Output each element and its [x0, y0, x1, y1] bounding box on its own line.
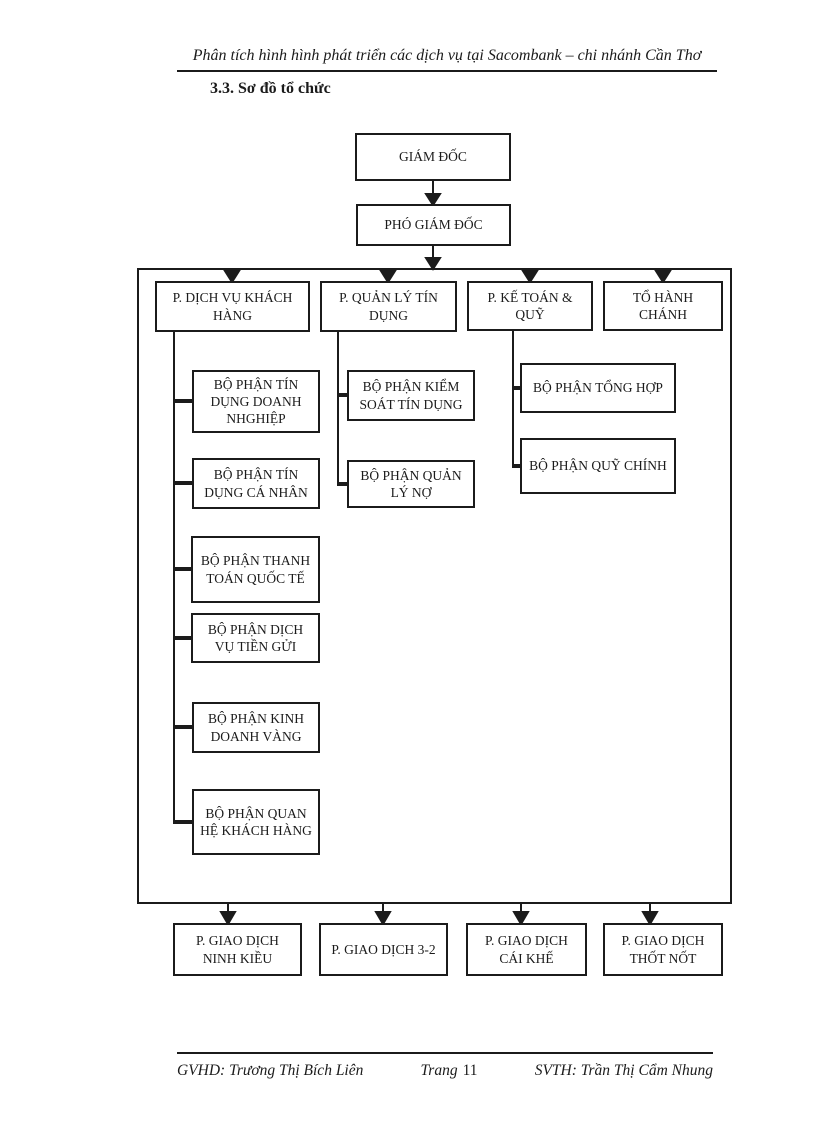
footer-page-label: Trang — [420, 1062, 458, 1079]
running-header: Phân tích hình hình phát triển các dịch … — [177, 47, 717, 72]
footer-student: SVTH: Trần Thị Cẩm Nhung — [534, 1062, 713, 1079]
org-box-dept-accounting-treasury: P. KẾ TOÁN & QUỸ — [467, 281, 593, 331]
org-box-office-3-2: P. GIAO DỊCH 3-2 — [319, 923, 448, 976]
org-box-unit-international-payment: BỘ PHẬN THANH TOÁN QUỐC TẾ — [191, 536, 320, 603]
org-box-unit-corporate-credit: BỘ PHẬN TÍN DỤNG DOANH NHGHIỆP — [192, 370, 320, 433]
org-box-unit-debt-management: BỘ PHẬN QUẢN LÝ NỢ — [347, 460, 475, 508]
org-box-unit-credit-control: BỘ PHẬN KIỂM SOÁT TÍN DỤNG — [347, 370, 475, 421]
org-box-dept-admin: TỔ HÀNH CHÁNH — [603, 281, 723, 331]
footer-page-number: 11 — [462, 1062, 478, 1079]
org-box-unit-personal-credit: BỘ PHẬN TÍN DỤNG CÁ NHÂN — [192, 458, 320, 509]
org-box-office-thot-not: P. GIAO DỊCH THỐT NỐT — [603, 923, 723, 976]
section-title: 3.3. Sơ đồ tổ chức — [210, 80, 331, 97]
org-box-dept-credit-management: P. QUẢN LÝ TÍN DỤNG — [320, 281, 457, 332]
org-box-director: GIÁM ĐỐC — [355, 133, 511, 181]
org-box-dept-customer-service: P. DỊCH VỤ KHÁCH HÀNG — [155, 281, 310, 332]
org-box-office-cai-khe: P. GIAO DỊCH CÁI KHẾ — [466, 923, 587, 976]
org-box-unit-customer-relations: BỘ PHẬN QUAN HỆ KHÁCH HÀNG — [192, 789, 320, 855]
org-departments-frame — [137, 268, 732, 904]
footer-advisor: GVHD: Trương Thị Bích Liên — [177, 1062, 364, 1079]
org-box-unit-gold-trading: BỘ PHẬN KINH DOANH VÀNG — [192, 702, 320, 753]
org-box-unit-general: BỘ PHẬN TỔNG HỢP — [520, 363, 676, 413]
org-box-unit-deposit-services: BỘ PHẬN DỊCH VỤ TIỀN GỬI — [191, 613, 320, 663]
org-box-deputy-director: PHÓ GIÁM ĐỐC — [356, 204, 511, 246]
org-box-office-ninh-kieu: P. GIAO DỊCH NINH KIỀU — [173, 923, 302, 976]
org-box-unit-main-treasury: BỘ PHẬN QUỸ CHÍNH — [520, 438, 676, 494]
